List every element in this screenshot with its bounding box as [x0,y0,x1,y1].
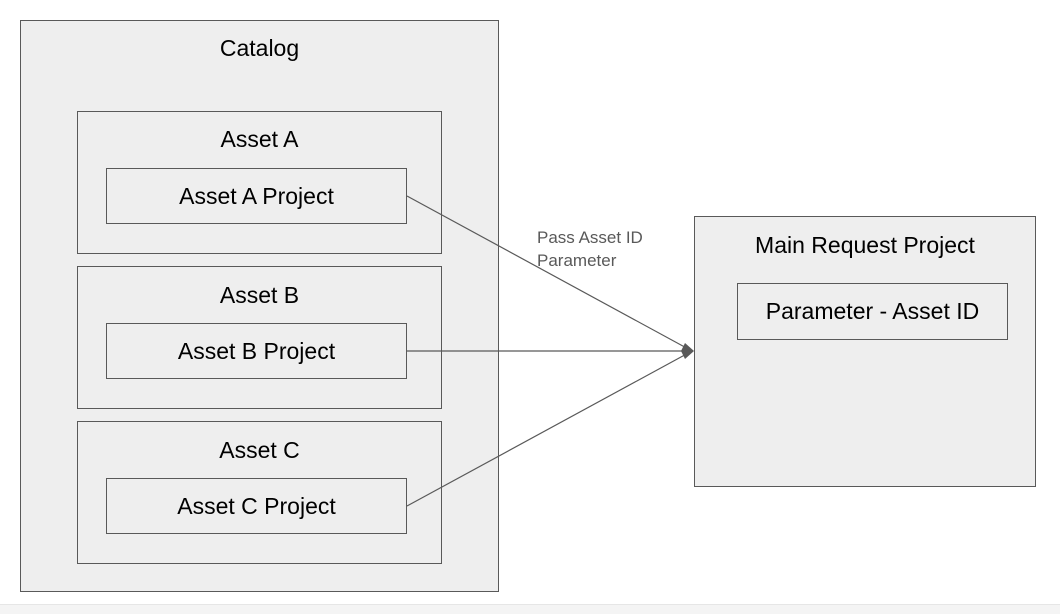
edge-label-line1: Pass Asset ID [537,228,643,247]
main-request-container: Main Request Project [694,216,1036,487]
asset-c-title: Asset C [219,437,300,463]
asset-a-title: Asset A [220,126,299,152]
asset-b-title: Asset B [219,282,300,308]
asset-a-project-box: Asset A Project [106,168,407,224]
parameter-asset-id-label: Parameter - Asset ID [765,298,980,324]
parameter-asset-id-box: Parameter - Asset ID [737,283,1008,340]
asset-c-project-box: Asset C Project [106,478,407,534]
asset-b-project-box: Asset B Project [106,323,407,379]
catalog-title: Catalog [219,35,300,61]
asset-a-project-label: Asset A Project [179,182,334,209]
main-request-title: Main Request Project [755,232,975,258]
asset-b-project-label: Asset B Project [177,337,336,364]
asset-c-project-label: Asset C Project [177,492,336,519]
edge-label-line2: Parameter [537,251,617,270]
arrowhead-icon [681,343,694,359]
bottom-strip [0,604,1060,614]
